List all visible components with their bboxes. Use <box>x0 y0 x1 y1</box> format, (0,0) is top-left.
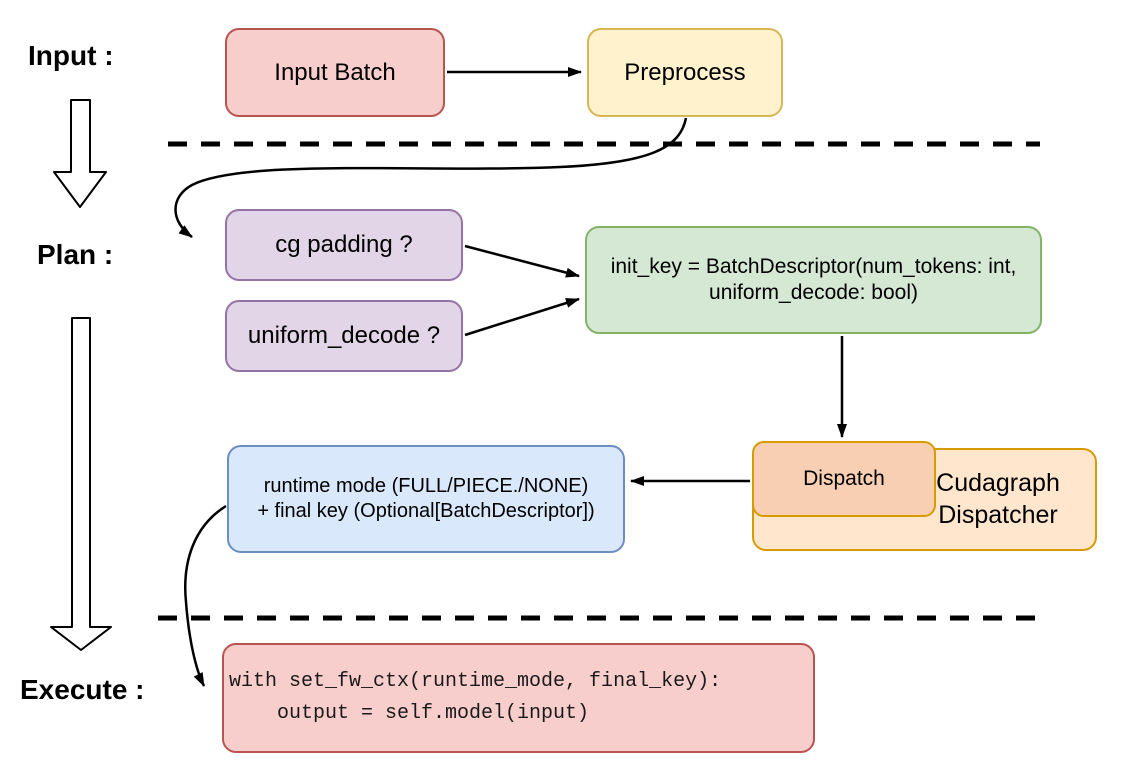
node-cg-padding-label: cg padding ? <box>275 231 413 258</box>
arrow-cgpadding-to-initkey <box>464 244 580 278</box>
node-preprocess: Preprocess <box>587 28 783 117</box>
arrow-uniformdecode-to-initkey <box>464 297 580 337</box>
node-cg-padding: cg padding ? <box>225 209 463 281</box>
node-runtime-mode-line1: runtime mode (FULL/PIECE./NONE) <box>263 475 589 497</box>
node-preprocess-label: Preprocess <box>624 58 746 86</box>
stage-arrow-input-to-plan-icon <box>53 99 107 208</box>
stage-arrow-plan-to-execute-icon <box>50 317 112 651</box>
node-execute-code: with set_fw_ctx(runtime_mode, final_key)… <box>222 643 815 753</box>
node-input-batch: Input Batch <box>225 28 445 117</box>
stage-label-plan: Plan : <box>37 239 114 270</box>
node-input-batch-label: Input Batch <box>274 58 396 86</box>
execute-code-line2: output = self.model(input) <box>229 702 590 725</box>
node-uniform-decode: uniform_decode ? <box>225 300 463 372</box>
node-dispatch: Dispatch <box>752 441 936 517</box>
node-dispatch-label: Dispatch <box>803 466 885 490</box>
node-cudagraph-dispatcher-label: Cudagraph Dispatcher <box>936 469 1060 529</box>
node-init-key-line1: init_key = BatchDescriptor(num_tokens: i… <box>610 254 1017 278</box>
node-runtime-mode-line2: + final key (Optional[BatchDescriptor]) <box>257 500 595 522</box>
stage-label-execute: Execute : <box>20 674 145 705</box>
execute-code-line1: with set_fw_ctx(runtime_mode, final_key)… <box>229 670 722 693</box>
stage-label-input: Input : <box>28 40 114 71</box>
arrow-runtimemode-to-execute <box>184 504 227 687</box>
node-uniform-decode-label: uniform_decode ? <box>247 322 441 349</box>
node-init-key: init_key = BatchDescriptor(num_tokens: i… <box>585 226 1042 334</box>
node-init-key-line2: uniform_decode: bool) <box>709 281 918 304</box>
node-runtime-mode: runtime mode (FULL/PIECE./NONE) + final … <box>227 445 625 553</box>
